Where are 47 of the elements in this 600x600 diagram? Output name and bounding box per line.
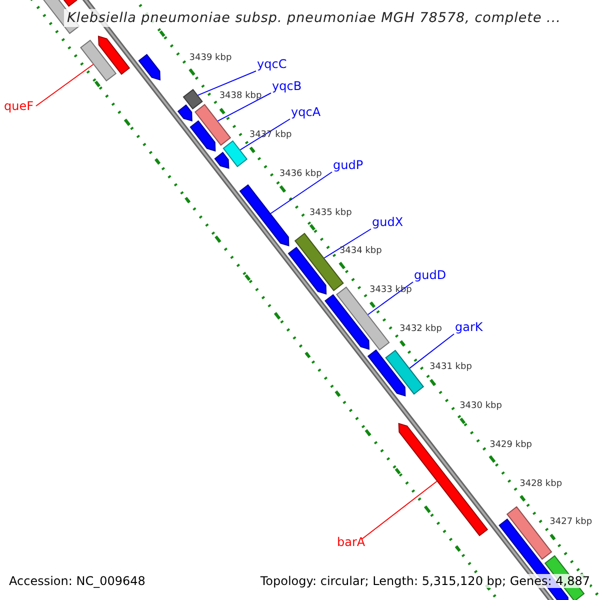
gene-label: yqcB <box>272 79 302 93</box>
gene-label: garK <box>455 320 483 334</box>
gene-bar <box>182 88 203 110</box>
tick-label: 3429 kbp <box>490 438 532 452</box>
gene-bar <box>194 104 232 146</box>
tick-label: 3434 kbp <box>339 245 382 258</box>
leader-line <box>409 334 454 369</box>
gene-bar <box>324 294 370 350</box>
gene-bar <box>98 36 130 75</box>
leader-line <box>198 70 256 96</box>
gene-bar <box>336 286 390 350</box>
leader-line <box>36 64 94 106</box>
gene-bar <box>222 140 248 168</box>
gene-bar <box>80 40 117 82</box>
tick-label: 3436 kbp <box>279 168 322 181</box>
leader-line <box>240 118 290 150</box>
gene-bar <box>239 184 290 246</box>
tick-label: 3432 kbp <box>400 322 442 336</box>
gene-bar <box>190 120 216 152</box>
tick-label: 3438 kbp <box>219 90 262 104</box>
gene-bar <box>177 104 192 122</box>
genome-stats-text: Topology: circular; Length: 5,315,120 bp; Genes: 4,887 <box>260 574 590 588</box>
gene-bar <box>385 350 424 395</box>
leader-line <box>368 282 414 315</box>
gene-label: gudX <box>372 215 404 229</box>
gene-label: queF <box>4 99 34 113</box>
gene-label: gudP <box>333 158 364 172</box>
tick-label: 3431 kbp <box>430 361 472 374</box>
tick-label: 3435 kbp <box>309 206 352 220</box>
leader-line <box>217 92 272 122</box>
leader-line <box>324 228 372 258</box>
gene-label: gudD <box>414 268 446 282</box>
gene-label: yqcC <box>257 57 287 71</box>
gene-bar <box>398 422 488 536</box>
gene-label: yqcA <box>291 105 321 119</box>
gene-label: barA <box>337 535 366 549</box>
gene-bar <box>367 349 406 396</box>
gene-bar <box>138 54 161 80</box>
tick-label: 3439 kbp <box>189 52 232 65</box>
tick-label: 3428 kbp <box>520 478 562 491</box>
accession-text: Accession: NC_009648 <box>9 574 146 588</box>
tick-label: 3427 kbp <box>550 516 592 530</box>
leader-line <box>362 480 438 540</box>
tick-label: 3430 kbp <box>460 400 502 414</box>
gene-bar <box>214 152 230 169</box>
leader-line <box>270 172 332 214</box>
gene-bar <box>288 246 327 295</box>
